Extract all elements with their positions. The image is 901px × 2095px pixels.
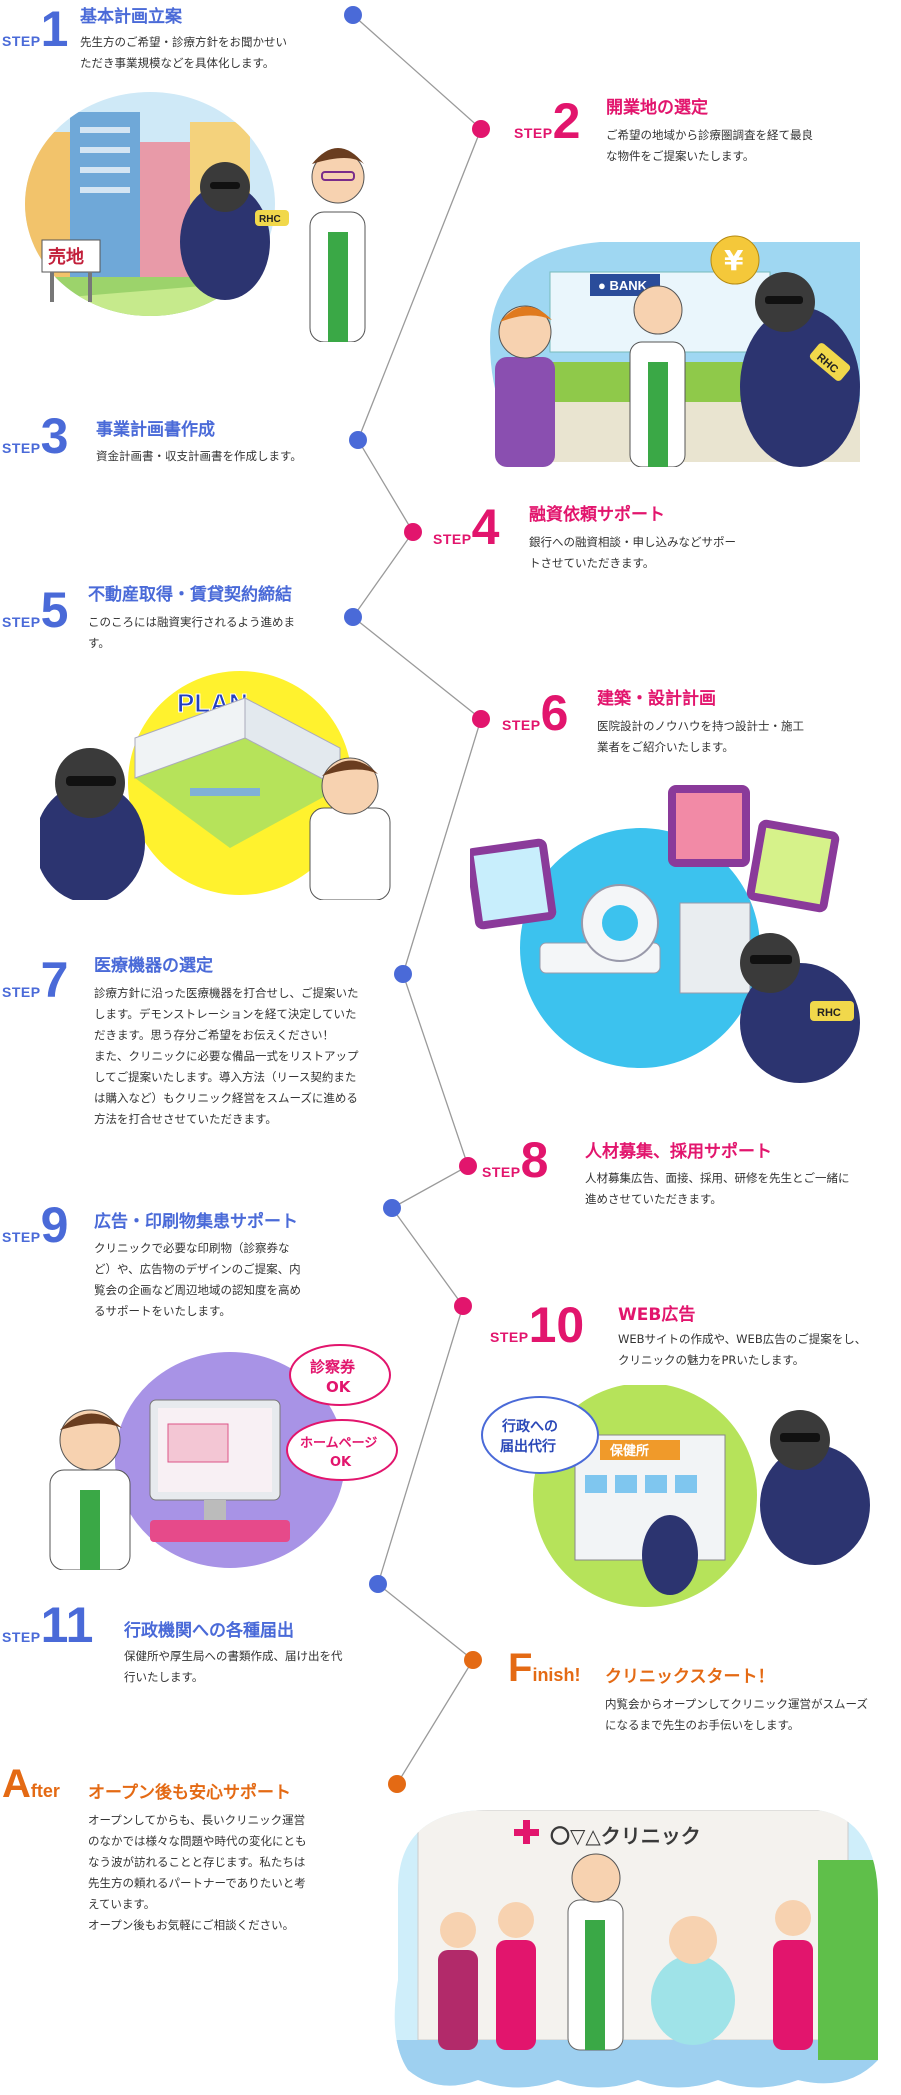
- svg-text:● BANK: ● BANK: [598, 278, 648, 293]
- step-desc: 診療方針に沿った医療機器を打合せし、ご提案いたします。デモンストレーションを経て…: [94, 986, 359, 1126]
- step-desc: 先生方のご希望・診療方針をお聞かせいただき事業規模などを具体化します。: [80, 35, 287, 70]
- finish-title: クリニックスタート！: [605, 1667, 775, 1687]
- dot-step7: [394, 965, 412, 983]
- step-desc: WEBサイトの作成や、WEB広告のご提案をし、クリニックの魅力をPRいたします。: [618, 1332, 867, 1367]
- step-label: STEP4: [433, 499, 500, 555]
- step-label: STEP1: [2, 1, 69, 57]
- illustration-buildings-gorilla-doctor: 売地 RHC: [25, 92, 366, 342]
- finish-desc: 内覧会からオープンしてクリニック運営がスムーズになるまで先生のお手伝いをします。: [605, 1697, 868, 1732]
- step-desc: 資金計画書・収支計画書を作成します。: [96, 449, 302, 463]
- after-desc: オープンしてからも、長いクリニック運営のなかでは様々な問題や時代の変化にともなう…: [88, 1813, 307, 1932]
- dot-step4: [404, 523, 422, 541]
- after-title: オープン後も安心サポート: [88, 1783, 291, 1803]
- svg-text:診察券: 診察券: [310, 1358, 356, 1376]
- step-title: 医療機器の選定: [94, 956, 213, 976]
- step-title: 広告・印刷物集患サポート: [94, 1212, 298, 1232]
- step-title: 不動産取得・賃貸契約締結: [88, 585, 292, 605]
- step-label: STEP10: [490, 1297, 585, 1353]
- dot-after: [388, 1775, 406, 1793]
- step-title: 事業計画書作成: [96, 420, 215, 440]
- illustration-printing: 診察券 OK ホームページ OK: [49, 1344, 398, 1570]
- dot-step5: [344, 608, 362, 626]
- svg-text:OK: OK: [330, 1455, 352, 1470]
- step-title: 建築・設計計画: [597, 689, 716, 709]
- dot-step2: [472, 120, 490, 138]
- step-label: STEP11: [2, 1597, 94, 1653]
- step-label: STEP7: [2, 952, 69, 1008]
- step-title: 行政機関への各種届出: [124, 1621, 294, 1641]
- svg-text:行政への: 行政への: [501, 1418, 558, 1435]
- step-label: STEP8: [482, 1132, 549, 1188]
- step-desc: このころには融資実行されるよう進めます。: [88, 615, 295, 650]
- dot-finish: [464, 1651, 482, 1669]
- dot-step11: [369, 1575, 387, 1593]
- illustration-health-center: 保健所 行政への 届出代行: [481, 1385, 870, 1607]
- illustration-clinic-staff: 〇▽△クリニック: [394, 1810, 879, 2088]
- step-label: STEP3: [2, 408, 69, 464]
- illustration-bank: ● BANK ¥ RHC: [490, 235, 860, 467]
- step-desc: ご希望の地域から診療圏調査を経て最良な物件をご提案いたします。: [606, 128, 813, 163]
- illustration-medical-equipment: RHC: [470, 785, 860, 1083]
- step-title: 基本計画立案: [80, 7, 182, 27]
- illustration-plan: PLAN: [40, 671, 391, 900]
- dot-step8: [459, 1157, 477, 1175]
- finish-label: Finish!: [508, 1646, 581, 1690]
- step-title: WEB広告: [618, 1305, 696, 1325]
- svg-text:¥: ¥: [724, 244, 744, 277]
- svg-text:RHC: RHC: [259, 214, 281, 225]
- step-label: STEP9: [2, 1197, 69, 1253]
- dot-step6: [472, 710, 490, 728]
- svg-text:保健所: 保健所: [609, 1443, 649, 1459]
- step-label: STEP2: [514, 93, 581, 149]
- svg-text:届出代行: 届出代行: [500, 1438, 556, 1455]
- step-title: 融資依頼サポート: [529, 505, 665, 525]
- svg-text:ホームページ: ホームページ: [300, 1436, 377, 1451]
- dot-step9: [383, 1199, 401, 1217]
- svg-text:OK: OK: [326, 1378, 352, 1396]
- dot-step3: [349, 431, 367, 449]
- dot-step1: [344, 6, 362, 24]
- step-desc: 銀行への融資相談・申し込みなどサポートさせていただきます。: [529, 535, 736, 570]
- dot-step10: [454, 1297, 472, 1315]
- step-label: STEP5: [2, 582, 69, 638]
- step-desc: 医院設計のノウハウを持つ設計士・施工業者をご紹介いたします。: [597, 719, 804, 754]
- step-desc: 人材募集広告、面接、採用、研修を先生とご一緒に進めさせていただきます。: [585, 1171, 850, 1206]
- svg-text:RHC: RHC: [817, 1007, 841, 1019]
- svg-text:売地: 売地: [48, 246, 84, 268]
- step-desc: 保健所や厚生局への書類作成、届け出を代行いたします。: [124, 1649, 343, 1684]
- step-desc: クリニックで必要な印刷物（診察券など）や、広告物のデザインのご提案、内 覧会の企…: [94, 1241, 301, 1318]
- step-title: 人材募集、採用サポート: [585, 1142, 772, 1162]
- after-label: After: [2, 1762, 60, 1806]
- step-label: STEP6: [502, 685, 569, 741]
- svg-text:〇▽△クリニック: 〇▽△クリニック: [550, 1824, 701, 1848]
- step-title: 開業地の選定: [606, 98, 708, 118]
